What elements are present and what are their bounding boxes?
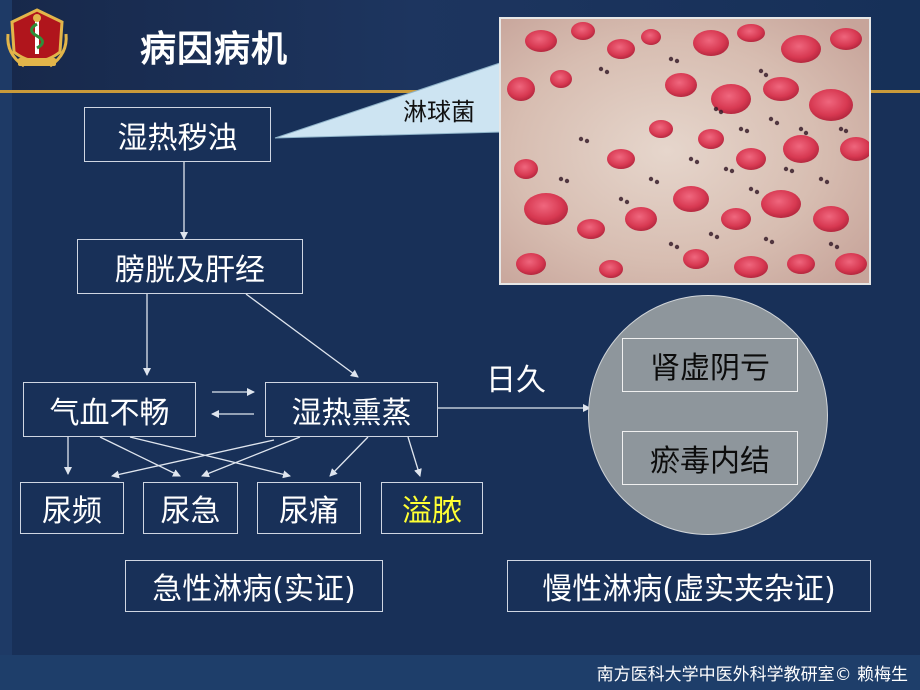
node-damp-heat-steaming: 湿热熏蒸 (265, 382, 438, 437)
symptom-pus-discharge: 溢脓 (381, 482, 483, 534)
footer-credit: 南方医科大学中医外科学教研室© 赖梅生 (596, 665, 908, 685)
symptom-urgent-urination: 尿急 (143, 482, 238, 534)
node-damp-heat-filth: 湿热秽浊 (84, 107, 271, 162)
slide-title: 病因病机 (140, 29, 289, 70)
node-kidney-yin-deficiency: 肾虚阴亏 (622, 338, 798, 392)
image-label: 淋球菌 (403, 98, 475, 126)
symptom-frequent-urination: 尿频 (20, 482, 124, 534)
chronic-gonorrhea-label: 慢性淋病(虚实夹杂证) (507, 560, 871, 612)
edge-label-over-time: 日久 (486, 363, 546, 398)
node-bladder-liver-meridian: 膀胱及肝经 (77, 239, 303, 294)
acute-gonorrhea-label: 急性淋病(实证) (125, 560, 383, 612)
footer-bar: 南方医科大学中医外科学教研室© 赖梅生 (0, 655, 920, 690)
symptom-painful-urination: 尿痛 (257, 482, 361, 534)
micrograph-image (501, 19, 869, 283)
gonococcus-micrograph (499, 17, 871, 285)
university-emblem-icon (6, 8, 68, 68)
chronic-stage-circle (588, 295, 828, 535)
node-qi-blood-stagnation: 气血不畅 (23, 382, 196, 437)
node-stasis-toxin: 瘀毒内结 (622, 431, 798, 485)
left-strip (0, 0, 12, 690)
